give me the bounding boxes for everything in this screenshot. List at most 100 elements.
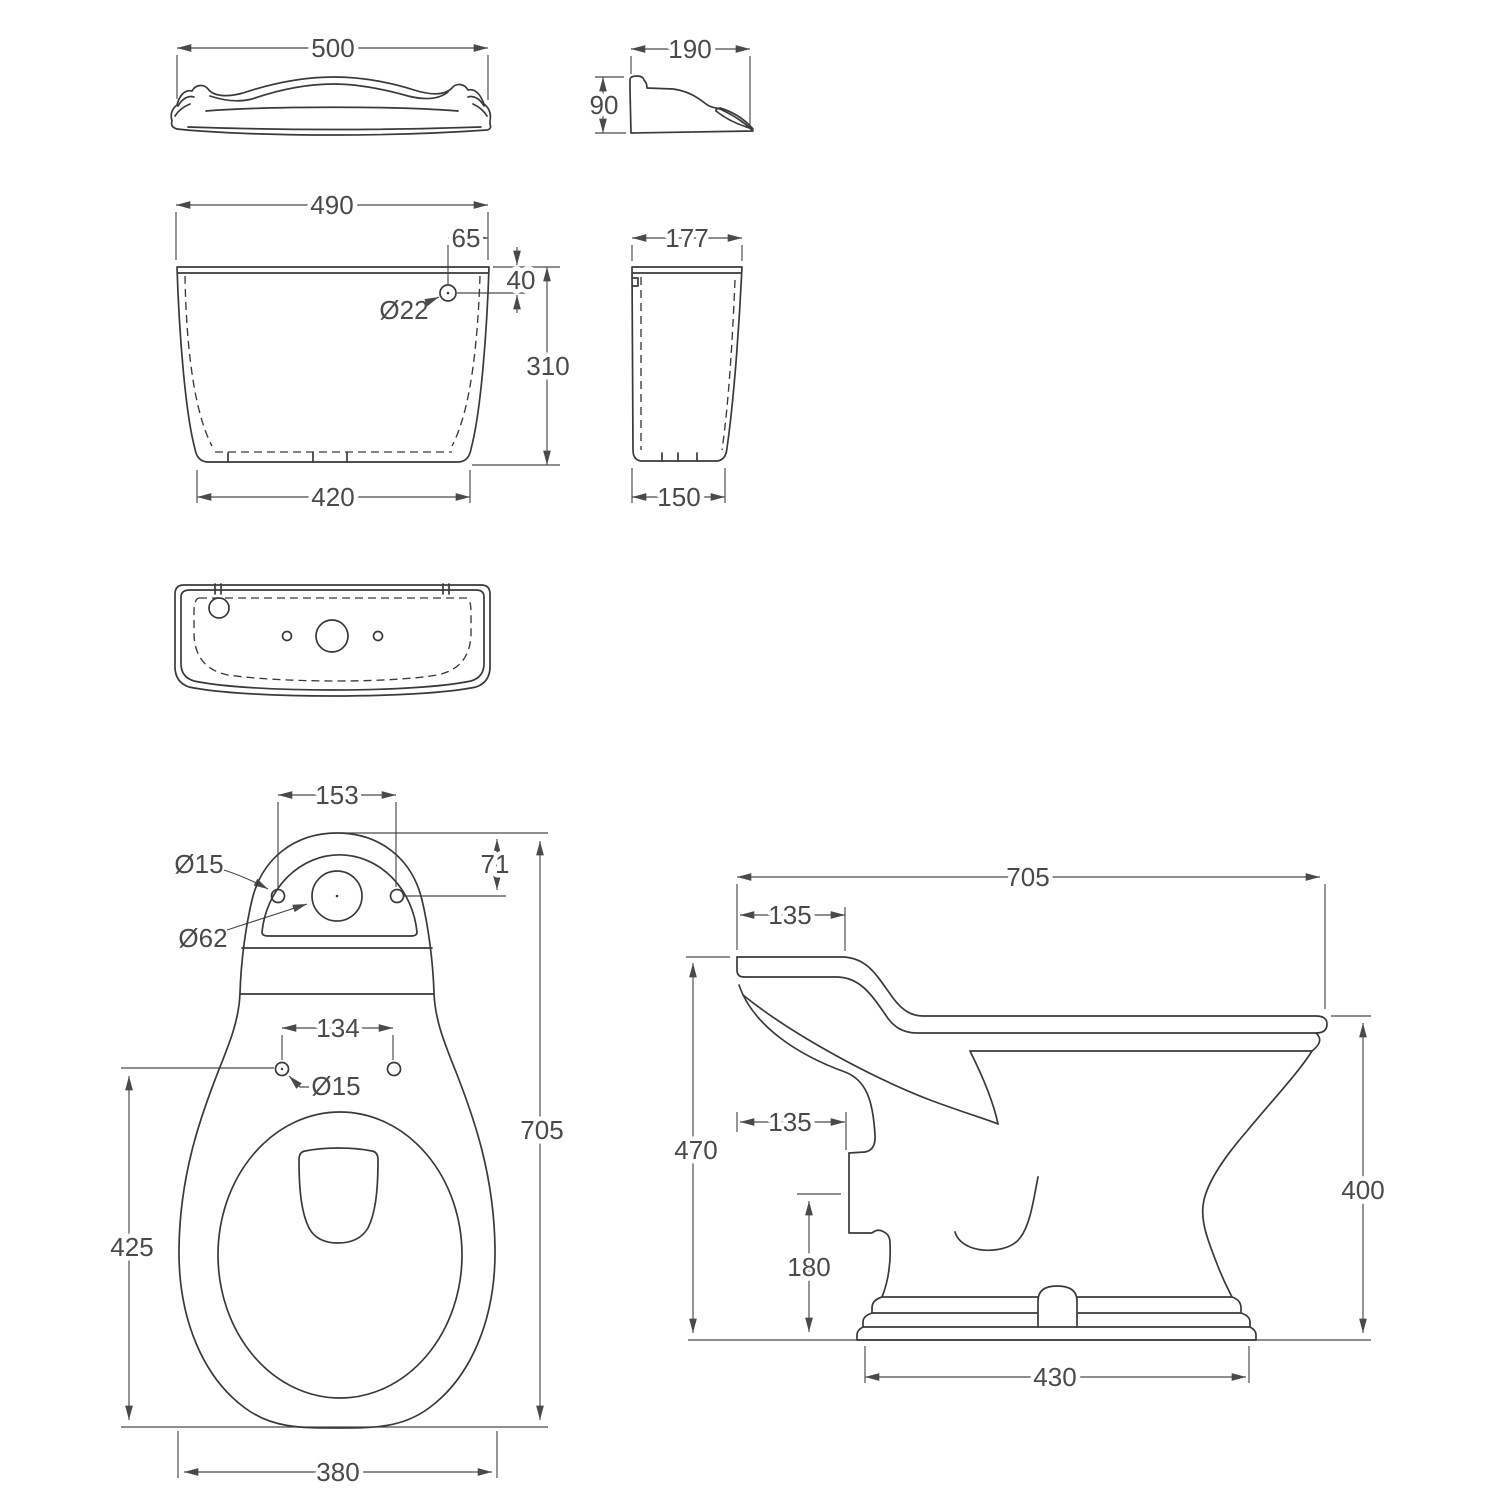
flush-valve-hole	[315, 619, 349, 653]
shelf-bottom-and-rim-mid	[743, 976, 1317, 1034]
dim-label-fixing-hole-diameter: Ø15	[174, 849, 223, 879]
lid-top-inner-wave	[209, 83, 449, 102]
pedestal-back-edge	[848, 1152, 892, 1298]
seat-hole-right	[386, 1061, 402, 1077]
view-cistern-side: 177 150	[631, 219, 743, 517]
shelf-and-rim-top	[736, 956, 1328, 1034]
seat-hole-left	[274, 1061, 290, 1077]
dim-label-fixing-hole-offset: 71	[481, 849, 510, 879]
pan-top-platform-lines	[239, 947, 435, 995]
lever-hole	[439, 284, 457, 302]
fixing-hole-left	[281, 630, 293, 642]
view-cistern-front: 490 65 40 Ø22 310 420	[175, 186, 574, 517]
back-upper-curve	[742, 994, 999, 1125]
dim-label-lid-depth: 190	[668, 34, 711, 64]
rim-front-step	[1311, 1032, 1321, 1052]
fixing-hole-right	[389, 888, 405, 904]
pan-top-outline	[178, 832, 496, 1429]
dim-label-base-width: 430	[1033, 1362, 1076, 1392]
extension-lines	[176, 55, 489, 100]
inlet-hole	[208, 597, 230, 619]
fixing-hole-left	[270, 888, 286, 904]
lid-bottom-rim-line	[187, 126, 482, 131]
bowl-underside-curve	[969, 1050, 999, 1125]
shelf-left-cap	[736, 956, 745, 978]
dim-label-cistern-bottom-depth: 150	[657, 482, 700, 512]
extension-lines	[595, 76, 626, 134]
dim-label-total-depth: 705	[1006, 862, 1049, 892]
extension-lines	[631, 468, 726, 503]
bowl-inner-rim	[217, 1111, 463, 1399]
extension-lines-bowl-length	[121, 1067, 548, 1428]
lid-crease-line	[205, 106, 459, 112]
leader-seat-hole	[288, 1075, 309, 1089]
seat-hole-left-center	[280, 1067, 284, 1071]
view-cistern-top	[174, 583, 491, 697]
lid-outline	[170, 76, 492, 136]
lid-side-nose-seam	[714, 107, 754, 130]
extension-lines	[736, 884, 1326, 1009]
dim-label-seat-hole-diameter: Ø15	[311, 1071, 360, 1101]
dim-label-flush-hole-diameter: Ø62	[178, 923, 227, 953]
dim-label-lid-width: 500	[311, 33, 354, 63]
leader-flush-hole	[226, 903, 308, 931]
view-cistern-lid-side: 190 90	[585, 30, 754, 134]
dim-label-seat-hole-spacing: 134	[316, 1013, 359, 1043]
extension-lines	[177, 1431, 498, 1478]
flush-inlet-hole	[311, 870, 363, 922]
extension-lines	[277, 802, 397, 887]
extension-lines	[631, 245, 743, 261]
leader-hole-diameter	[424, 296, 440, 307]
cistern-side-outline	[631, 266, 743, 462]
view-cistern-lid-front: 500	[170, 29, 492, 136]
cistern-front-outline	[176, 266, 490, 463]
dim-label-hole-drop: 40	[507, 265, 536, 295]
back-lower-curve	[738, 984, 876, 1154]
fixing-hole-right	[372, 630, 384, 642]
extension-lines	[281, 1035, 394, 1060]
dim-label-total-height: 470	[674, 1135, 717, 1165]
bowl-front-curve	[1201, 1050, 1313, 1298]
pan-top-inner-dome	[261, 854, 418, 937]
dim-label-rim-height: 400	[1341, 1175, 1384, 1205]
outlet-hump	[1037, 1285, 1078, 1328]
bowl-water-area	[298, 1147, 379, 1244]
cistern-side-inner-dashed	[640, 277, 736, 451]
dim-label-hole-diameter: Ø22	[379, 295, 428, 325]
dim-label-bowl-length: 425	[110, 1232, 153, 1262]
dim-label-ledge-depth: 135	[768, 1107, 811, 1137]
view-pan-side: 705 135 470 135 180 400 430	[670, 858, 1389, 1397]
dim-label-cistern-bottom-width: 420	[311, 482, 354, 512]
dim-label-fixing-hole-spacing: 153	[315, 780, 358, 810]
dim-label-shelf-depth: 135	[768, 900, 811, 930]
cistern-top-inner-outline	[180, 589, 485, 691]
lid-side-outline	[629, 75, 754, 134]
trap-interior-line	[954, 1176, 1039, 1252]
dim-label-bowl-width: 380	[316, 1457, 359, 1487]
flush-inlet-center	[335, 894, 339, 898]
cistern-top-hinge-ticks	[214, 583, 450, 595]
extension-lines	[175, 212, 489, 260]
extension-lines	[864, 1346, 1250, 1383]
cistern-top-outer-outline	[174, 584, 491, 697]
dim-label-lid-height: 90	[590, 90, 619, 120]
leader-fixing-hole	[223, 869, 269, 890]
cistern-inner-dashed	[184, 275, 481, 453]
cistern-side-notch	[631, 277, 639, 287]
extension-lines	[196, 470, 471, 503]
extension-lines	[736, 1112, 847, 1150]
dim-label-cistern-top-width: 490	[310, 190, 353, 220]
cistern-top-dashed-inner	[193, 597, 472, 682]
view-pan-top: 153 71 Ø15 Ø62 134 Ø15 425 705 380	[106, 776, 568, 1492]
extension-lines	[630, 56, 751, 127]
lid-end-facets	[174, 95, 488, 117]
dim-label-cistern-top-depth: 177	[665, 223, 708, 253]
cistern-side-base-ticks	[661, 452, 698, 462]
lever-hole-center	[446, 291, 450, 295]
plinth-lower-steps	[856, 1326, 1257, 1341]
dim-label-outlet-height: 180	[787, 1252, 830, 1282]
dim-label-cistern-height: 310	[526, 351, 569, 381]
dim-label-hole-offset: 65	[452, 223, 481, 253]
